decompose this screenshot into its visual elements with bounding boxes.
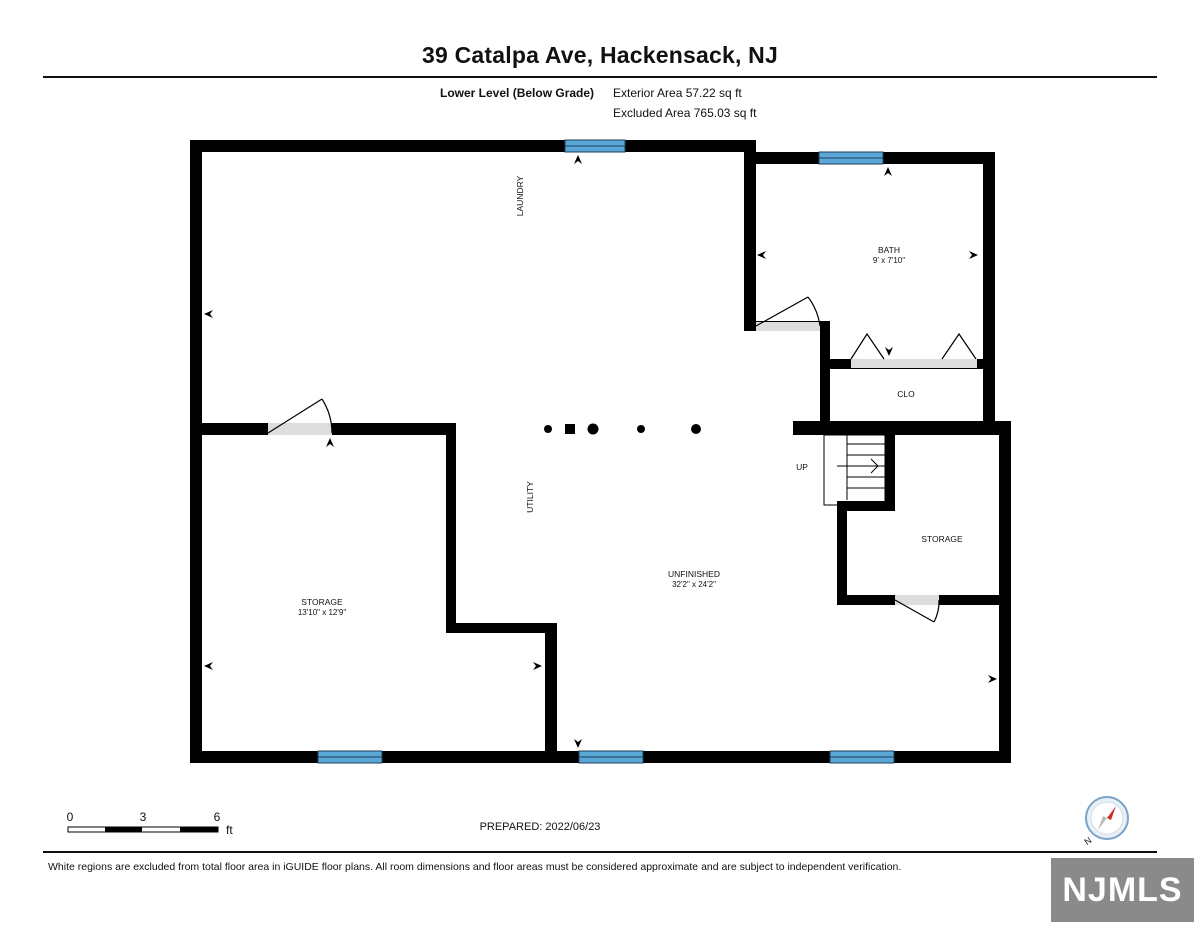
door-bath-leaf	[755, 296, 809, 327]
marker-storage-door	[326, 438, 334, 447]
wall-closet-bottom	[793, 421, 1011, 435]
label-stairs-up: UP	[796, 462, 808, 472]
wall-storage2-left	[837, 501, 847, 605]
disclaimer: White regions are excluded from total fl…	[48, 861, 902, 873]
walls	[190, 140, 1011, 763]
label-unfinished-dims: 32'2" x 24'2"	[672, 580, 716, 589]
room-labels: LAUNDRY BATH 9' x 7'10" CLO UP UTILITY S…	[298, 175, 963, 617]
scale-tick-6: 6	[214, 810, 221, 824]
doors	[267, 296, 977, 623]
scale-segment-1	[105, 827, 142, 832]
page-title: 39 Catalpa Ave, Hackensack, NJ	[422, 42, 778, 68]
scale-unit: ft	[226, 823, 233, 837]
marker-laundry-top	[574, 155, 582, 164]
wall-right-upper	[983, 152, 995, 423]
prepared-date: PREPARED: 2022/06/23	[479, 821, 601, 833]
wall-right-lower	[999, 423, 1011, 763]
marker-laundry-left	[204, 310, 213, 318]
door-storage-swing	[321, 398, 333, 434]
wall-storage-right-lower	[545, 623, 557, 763]
marker-unfinished-right	[988, 675, 997, 683]
label-storage-right: STORAGE	[921, 534, 963, 544]
door-closet-bifold-right	[941, 332, 977, 360]
footer-rule	[43, 851, 1157, 853]
door-closet-threshold	[851, 359, 977, 368]
column-2	[565, 424, 575, 434]
door-bath-threshold	[756, 322, 820, 331]
njmls-logo: NJMLS	[1051, 858, 1194, 922]
compass: N	[1082, 796, 1129, 847]
wall-left	[190, 140, 202, 763]
level-label: Lower Level (Below Grade)	[440, 86, 595, 100]
label-unfinished: UNFINISHED	[668, 569, 720, 579]
door-storage2-leaf	[894, 599, 935, 623]
marker-closet	[885, 347, 893, 356]
scale-tick-3: 3	[140, 810, 147, 824]
door-bath-swing	[807, 296, 821, 327]
wall-top-left	[190, 140, 756, 152]
door-closet-bifold-left	[850, 332, 885, 360]
photo-markers	[204, 155, 997, 748]
label-bath-dims: 9' x 7'10"	[873, 256, 905, 265]
door-storage-leaf	[267, 398, 323, 434]
label-utility: UTILITY	[525, 481, 535, 513]
wall-storage-right	[446, 423, 456, 631]
exterior-area: Exterior Area 57.22 sq ft	[613, 86, 742, 100]
compass-needle	[1107, 806, 1116, 820]
column-5	[691, 424, 701, 434]
scale-segment-2	[180, 827, 218, 832]
door-storage2-threshold	[895, 595, 939, 605]
compass-label: N	[1082, 835, 1093, 847]
wall-closet-left	[820, 321, 830, 423]
door-storage2-swing	[933, 599, 940, 623]
scale-bar: 0 3 6 ft	[67, 810, 234, 837]
marker-bath-left	[757, 251, 766, 259]
label-closet: CLO	[897, 389, 915, 399]
columns	[544, 423, 701, 435]
wall-stair-right	[885, 433, 895, 511]
wall-stair-bottom	[837, 501, 895, 511]
marker-storage-left	[204, 662, 213, 670]
stairs	[823, 434, 886, 506]
header-rule	[43, 76, 1157, 78]
label-laundry: LAUNDRY	[515, 175, 525, 216]
marker-bath-right	[969, 251, 978, 259]
label-storage-left-dims: 13'10" x 12'9"	[298, 608, 346, 617]
column-1	[544, 425, 552, 433]
label-storage-left: STORAGE	[301, 597, 343, 607]
wall-bath-left	[744, 140, 756, 331]
marker-storage-right	[533, 662, 542, 670]
windows	[317, 139, 895, 764]
label-bath: BATH	[878, 245, 900, 255]
column-3	[587, 423, 599, 435]
logo-text: NJMLS	[1062, 870, 1183, 909]
marker-unfinished-bottom	[574, 739, 582, 748]
column-4	[637, 425, 645, 433]
door-storage-threshold	[268, 423, 332, 435]
wall-storage-step	[446, 623, 557, 633]
stair-outline	[823, 434, 886, 506]
scale-tick-0: 0	[67, 810, 74, 824]
marker-bath-top	[884, 167, 892, 176]
excluded-area: Excluded Area 765.03 sq ft	[613, 106, 757, 120]
